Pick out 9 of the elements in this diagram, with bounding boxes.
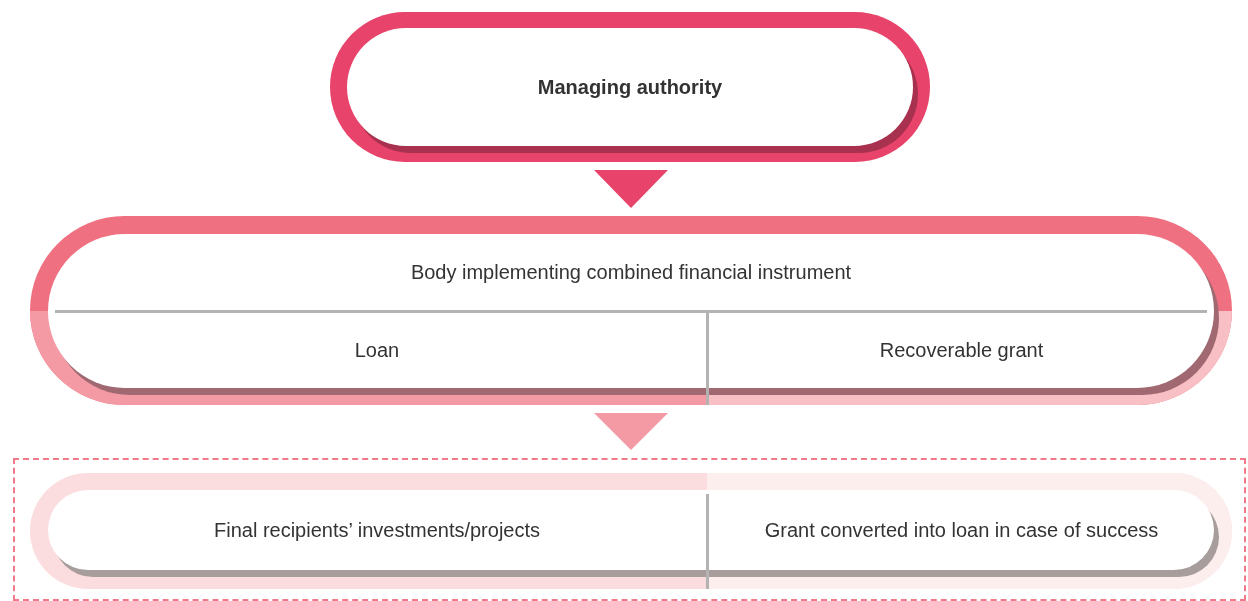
box-title: Body implementing combined financial instrument <box>409 260 853 285</box>
section-label: Grant converted into loan in case of success <box>709 490 1214 570</box>
section-label: Final recipients’ investments/projects <box>48 490 706 570</box>
box-title: Managing authority <box>536 74 724 100</box>
section-label: Recoverable grant <box>709 313 1214 388</box>
section-label: Loan <box>48 313 706 388</box>
arrow <box>594 413 668 450</box>
arrow <box>594 170 668 208</box>
dashed-box <box>13 458 1246 601</box>
